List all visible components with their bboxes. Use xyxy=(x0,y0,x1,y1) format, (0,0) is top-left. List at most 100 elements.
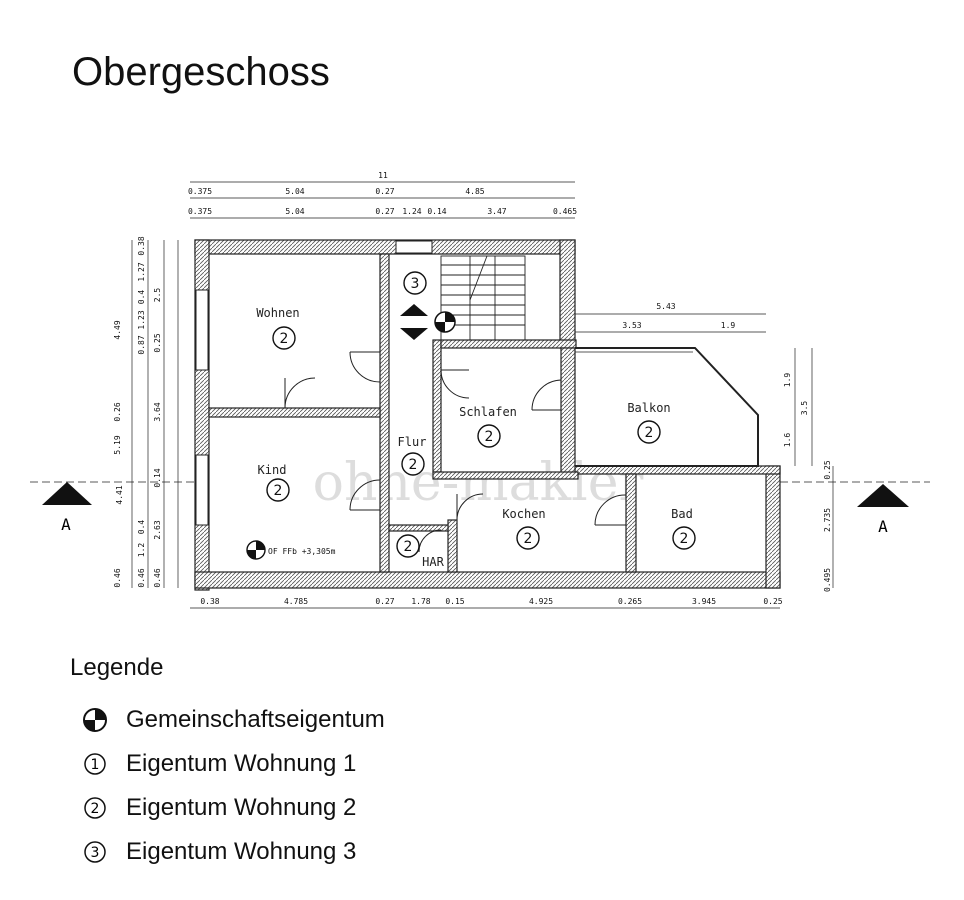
circled-one-icon: 1 xyxy=(80,749,110,779)
room-label-har: HAR xyxy=(422,555,444,569)
legend: Gemeinschaftseigentum 1 Eigentum Wohnung… xyxy=(80,698,385,874)
legend-symbol-3: 3 xyxy=(91,845,100,861)
common-property-icon xyxy=(80,705,110,735)
dim-top-r2-2: 0.27 xyxy=(375,207,394,216)
dim-balcony-total: 5.43 xyxy=(656,302,675,311)
legend-label: Eigentum Wohnung 2 xyxy=(126,794,357,821)
dim-top-r2-5: 3.47 xyxy=(487,207,506,216)
balcony-outline xyxy=(575,347,759,467)
dim-left-c4-0: 0.46 xyxy=(137,568,146,587)
dim-right-l-2: 0.495 xyxy=(823,568,832,592)
dim-bottom-8: 0.25 xyxy=(763,597,782,606)
dimension-lines xyxy=(30,181,930,609)
common-property-icon xyxy=(434,311,456,333)
floor-level-label: OF FFb +3,305m xyxy=(268,547,336,556)
dim-top-r2-0: 0.375 xyxy=(188,207,212,216)
circled-two-icon: 2 xyxy=(80,793,110,823)
dim-left-total: 4.41 xyxy=(115,485,124,504)
dim-left-c3-4: 2.63 xyxy=(153,520,162,539)
dim-bottom-2: 0.27 xyxy=(375,597,394,606)
dim-left-c3-0: 2.5 xyxy=(153,288,162,303)
dim-right-b-0: 1.9 xyxy=(783,373,792,388)
room-label-wohnen: Wohnen xyxy=(256,306,299,320)
dim-top-total: 11 xyxy=(378,171,388,180)
level-marker-icon xyxy=(246,540,266,560)
left-dimensions: 4.41 4.49 0.26 5.19 0.87 1.23 0.4 1.27 0… xyxy=(113,236,162,587)
stair-arrows-icon xyxy=(400,304,428,340)
dim-bottom-7: 3.945 xyxy=(692,597,716,606)
dim-right-l-1: 2.735 xyxy=(823,508,832,532)
dim-top-r2-4: 0.14 xyxy=(427,207,446,216)
dim-left-c4-3: 0.46 xyxy=(113,568,122,587)
dim-top-r1-2: 0.27 xyxy=(375,187,394,196)
legend-symbol-1: 1 xyxy=(91,757,100,773)
watermark: ohne-makler xyxy=(313,453,644,513)
legend-label: Eigentum Wohnung 3 xyxy=(126,838,357,865)
mark-flur: 2 xyxy=(409,457,418,473)
dim-left-c3-2: 3.64 xyxy=(153,402,162,421)
dim-top-r2-1: 5.04 xyxy=(285,207,304,216)
mark-har: 2 xyxy=(404,539,413,555)
ownership-marks xyxy=(266,271,696,558)
mark-balkon: 2 xyxy=(645,425,654,441)
legend-title: Legende xyxy=(70,654,164,681)
legend-symbol-2: 2 xyxy=(91,801,100,817)
dim-right-b-2: 3.5 xyxy=(800,401,809,416)
section-marker-left: A xyxy=(42,482,92,534)
dim-bottom-0: 0.38 xyxy=(200,597,219,606)
dim-left-c3-3: 0.14 xyxy=(153,468,162,487)
dim-left-c2-1: 1.23 xyxy=(137,310,146,329)
dim-left-c1-2: 5.19 xyxy=(113,435,122,454)
dim-left-c4-1: 1.2 xyxy=(137,543,146,558)
dim-bottom-6: 0.265 xyxy=(618,597,642,606)
dim-bottom-3: 1.78 xyxy=(411,597,430,606)
section-label-left: A xyxy=(61,515,71,534)
room-label-kochen: Kochen xyxy=(502,507,545,521)
dim-bottom-1: 4.785 xyxy=(284,597,308,606)
legend-label: Gemeinschaftseigentum xyxy=(126,706,385,733)
room-label-flur: Flur xyxy=(398,435,427,449)
dim-left-c2-0: 0.87 xyxy=(137,335,146,354)
dim-bottom-5: 4.925 xyxy=(529,597,553,606)
mark-schlafen: 2 xyxy=(485,429,494,445)
dim-balcony-0: 3.53 xyxy=(622,321,641,330)
mark-wohnen: 2 xyxy=(280,331,289,347)
windows xyxy=(195,240,433,526)
dim-left-c4-2: 0.4 xyxy=(137,520,146,535)
mark-stair: 3 xyxy=(411,276,420,292)
dim-left-c4-4: 0.46 xyxy=(153,568,162,587)
legend-item: 3 Eigentum Wohnung 3 xyxy=(80,830,385,874)
mark-bad: 2 xyxy=(680,531,689,547)
dim-right-l-0: 0.25 xyxy=(823,460,832,479)
right-dimensions: 1.9 1.6 3.5 0.25 2.735 0.495 xyxy=(783,373,832,592)
section-label-right: A xyxy=(878,517,888,536)
dim-left-c2-2: 0.4 xyxy=(137,290,146,305)
mark-kind: 2 xyxy=(274,483,283,499)
dim-left-c1-0: 4.49 xyxy=(113,320,122,339)
dim-top-r2-3: 1.24 xyxy=(402,207,421,216)
section-marker-right: A xyxy=(857,484,909,536)
dim-top-r1-0: 0.375 xyxy=(188,187,212,196)
mark-kochen: 2 xyxy=(524,531,533,547)
legend-item: 1 Eigentum Wohnung 1 xyxy=(80,742,385,786)
dim-left-c2-3: 1.27 xyxy=(137,262,146,281)
room-label-kind: Kind xyxy=(258,463,287,477)
dim-top-r1-3: 4.85 xyxy=(465,187,484,196)
doors xyxy=(284,351,627,553)
dim-left-c1-1: 0.26 xyxy=(113,402,122,421)
legend-label: Eigentum Wohnung 1 xyxy=(126,750,357,777)
dim-top-r1-1: 5.04 xyxy=(285,187,304,196)
legend-item: 2 Eigentum Wohnung 2 xyxy=(80,786,385,830)
dim-left-c3-1: 0.25 xyxy=(153,333,162,352)
circled-three-icon: 3 xyxy=(80,837,110,867)
room-label-schlafen: Schlafen xyxy=(459,405,517,419)
page-title: Obergeschoss xyxy=(72,50,330,94)
dim-bottom-4: 0.15 xyxy=(445,597,464,606)
dim-left-c2-4: 0.38 xyxy=(137,236,146,255)
dim-top-r2-6: 0.465 xyxy=(553,207,577,216)
dim-right-b-1: 1.6 xyxy=(783,433,792,448)
room-label-balkon: Balkon xyxy=(627,401,670,415)
dim-balcony-1: 1.9 xyxy=(721,321,736,330)
legend-item: Gemeinschaftseigentum xyxy=(80,698,385,742)
